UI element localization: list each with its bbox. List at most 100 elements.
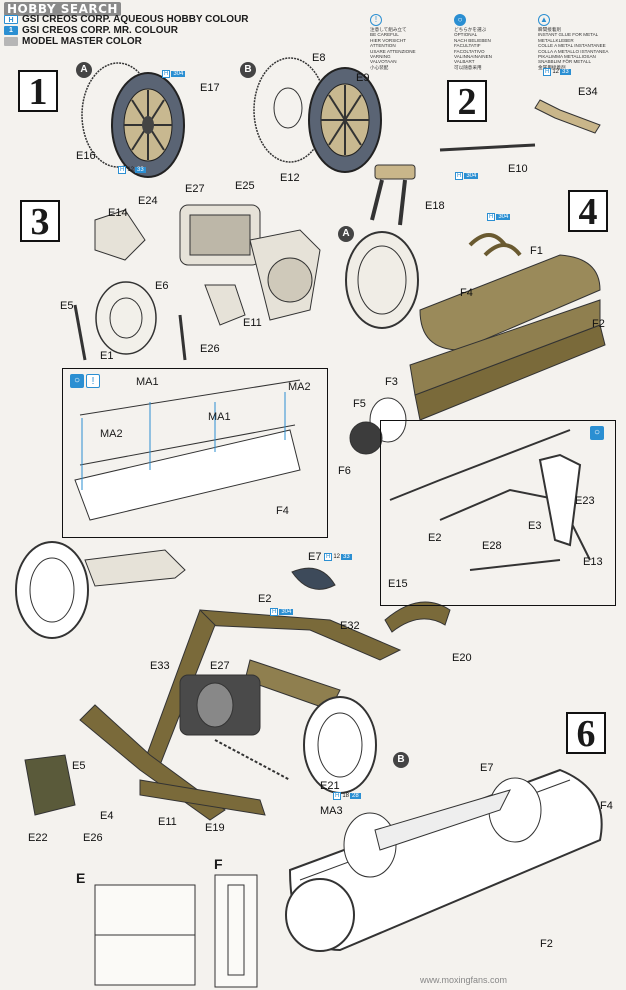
paint-callout: H 12 33 <box>543 68 571 76</box>
legend-row-model-master: MODEL MASTER COLOR <box>4 36 249 47</box>
warn-line: VARNING <box>370 54 391 60</box>
part-label: E22 <box>28 832 48 844</box>
step-number-6: 6 <box>566 712 606 754</box>
aqueous-chip-icon: H <box>4 15 18 24</box>
paint-h: H <box>487 213 496 221</box>
part-label: E10 <box>508 163 528 175</box>
warn-line: FACULTATIF <box>454 43 481 49</box>
part-label: MA1 <box>136 376 159 388</box>
step6-assembly-illustration <box>285 768 603 952</box>
part-label: E17 <box>200 82 220 94</box>
callout-left-panel <box>62 368 328 538</box>
warning-symbols: ! 注意して組み立て BE CAREFUL HIER VORSICHT ATTE… <box>370 14 616 70</box>
warn-line: COLLA A METALLO ISTANTANEA <box>538 48 609 54</box>
warning-instant-glue: ▲ 瞬間接着剤 INSTANT GLUE FOR METAL METALLKLE… <box>538 14 616 70</box>
paint-callout: H 12 33 <box>324 553 352 561</box>
paint-n: 33 <box>341 554 352 560</box>
part-label: E20 <box>452 652 472 664</box>
paint-callout: H 304 <box>455 172 479 180</box>
step-number-4: 4 <box>568 190 608 232</box>
caution-icon: ! <box>370 14 382 26</box>
paint-callout: H 304 <box>162 70 186 78</box>
legend-row-aqueous: H GSI CREOS CORP. AQUEOUS HOBBY COLOUR <box>4 14 249 25</box>
paint-h: H <box>455 172 464 180</box>
part-label: F2 <box>540 938 553 950</box>
part-label: E3 <box>528 520 542 532</box>
warn-line: 金属用接着剤 <box>538 64 566 70</box>
step-number-1: 1 <box>18 70 58 112</box>
part-label: E34 <box>578 86 598 98</box>
option-a-badge: A <box>76 62 92 78</box>
warn-line: VALINNAINAINEN <box>454 54 492 60</box>
warn-line: ATTENTION <box>370 43 396 49</box>
part-label: E27 <box>210 660 230 672</box>
part-label: E26 <box>200 343 220 355</box>
sprue-e-label: E <box>76 870 86 886</box>
part-label: E19 <box>205 822 225 834</box>
caution-icon: ! <box>86 374 100 388</box>
part-label: E32 <box>340 620 360 632</box>
warn-line: FACOLTATIVO <box>454 48 485 54</box>
glue-icon: ▲ <box>538 14 550 26</box>
option-b-badge: B <box>240 62 256 78</box>
warn-line: PIKALIMMA METALLIOSAN <box>538 54 596 60</box>
step1-wheel-b-illustration <box>253 57 382 173</box>
warn-line: NACH BELIEBEN <box>454 37 491 43</box>
part-label: F5 <box>353 398 366 410</box>
part-label: F4 <box>600 800 613 812</box>
optional-icon: ○ <box>590 426 604 440</box>
optional-icon: ○ <box>454 14 466 26</box>
part-label: MA1 <box>208 411 231 423</box>
warn-line: 注意して組み立て <box>370 27 407 32</box>
optional-icon: ○ <box>70 374 84 388</box>
part-label: F6 <box>338 465 351 477</box>
warn-line: OPTIONAL <box>454 32 478 38</box>
part-label: E33 <box>150 660 170 672</box>
warn-line: 瞬間接着剤 <box>538 27 561 32</box>
paint-n: 304 <box>496 214 511 220</box>
part-label: F3 <box>385 376 398 388</box>
sprue-f-label: F <box>214 856 223 872</box>
step5-frame-illustration <box>15 541 451 821</box>
part-label: E28 <box>482 540 502 552</box>
part-label: F1 <box>530 245 543 257</box>
part-label: E13 <box>583 556 603 568</box>
paint-n: 304 <box>464 173 479 179</box>
part-label: E18 <box>425 200 445 212</box>
part-label: E7 <box>308 551 322 563</box>
warn-line: 可以随意采用 <box>454 64 482 70</box>
paint-n-plain: 12 <box>552 69 560 75</box>
paint-n: 33 <box>560 69 571 75</box>
part-label: E4 <box>100 810 114 822</box>
legend-text: GSI CREOS CORP. AQUEOUS HOBBY COLOUR <box>22 14 249 25</box>
part-label: E5 <box>72 760 86 772</box>
paint-n: 33 <box>135 167 146 173</box>
footer-watermark: www.moxingfans.com <box>420 975 508 985</box>
step1-wheel-a-illustration <box>81 62 185 178</box>
step3-engine-illustration <box>73 204 321 361</box>
part-label: E16 <box>76 150 96 162</box>
paint-callout: H 304 <box>270 608 294 616</box>
part-label: E5 <box>60 300 74 312</box>
callout-right-frame-illustration <box>389 429 591 571</box>
model-master-chip-icon <box>4 37 18 46</box>
warn-line: BE CAREFUL <box>370 32 399 38</box>
paint-h: H <box>333 792 342 800</box>
part-label: E11 <box>158 816 177 828</box>
part-label: E23 <box>575 495 595 507</box>
paint-n: 304 <box>171 71 186 77</box>
paint-n-plain: 12 <box>127 167 135 173</box>
part-label: E26 <box>83 832 103 844</box>
part-label: E25 <box>235 180 255 192</box>
legend-row-mr-colour: 1 GSI CREOS CORP. MR. COLOUR <box>4 25 249 36</box>
paint-callout: H 18 28 <box>333 792 361 800</box>
part-label: F4 <box>276 505 289 517</box>
step4-box-illustration <box>349 233 606 455</box>
part-label: E14 <box>108 207 128 219</box>
step-number-2: 2 <box>447 80 487 122</box>
part-label: E11 <box>243 317 262 329</box>
hobby-search-watermark: HOBBY SEARCH <box>4 2 121 16</box>
warn-line: どちらかを選ぶ <box>454 27 487 32</box>
part-label: MA2 <box>100 428 123 440</box>
